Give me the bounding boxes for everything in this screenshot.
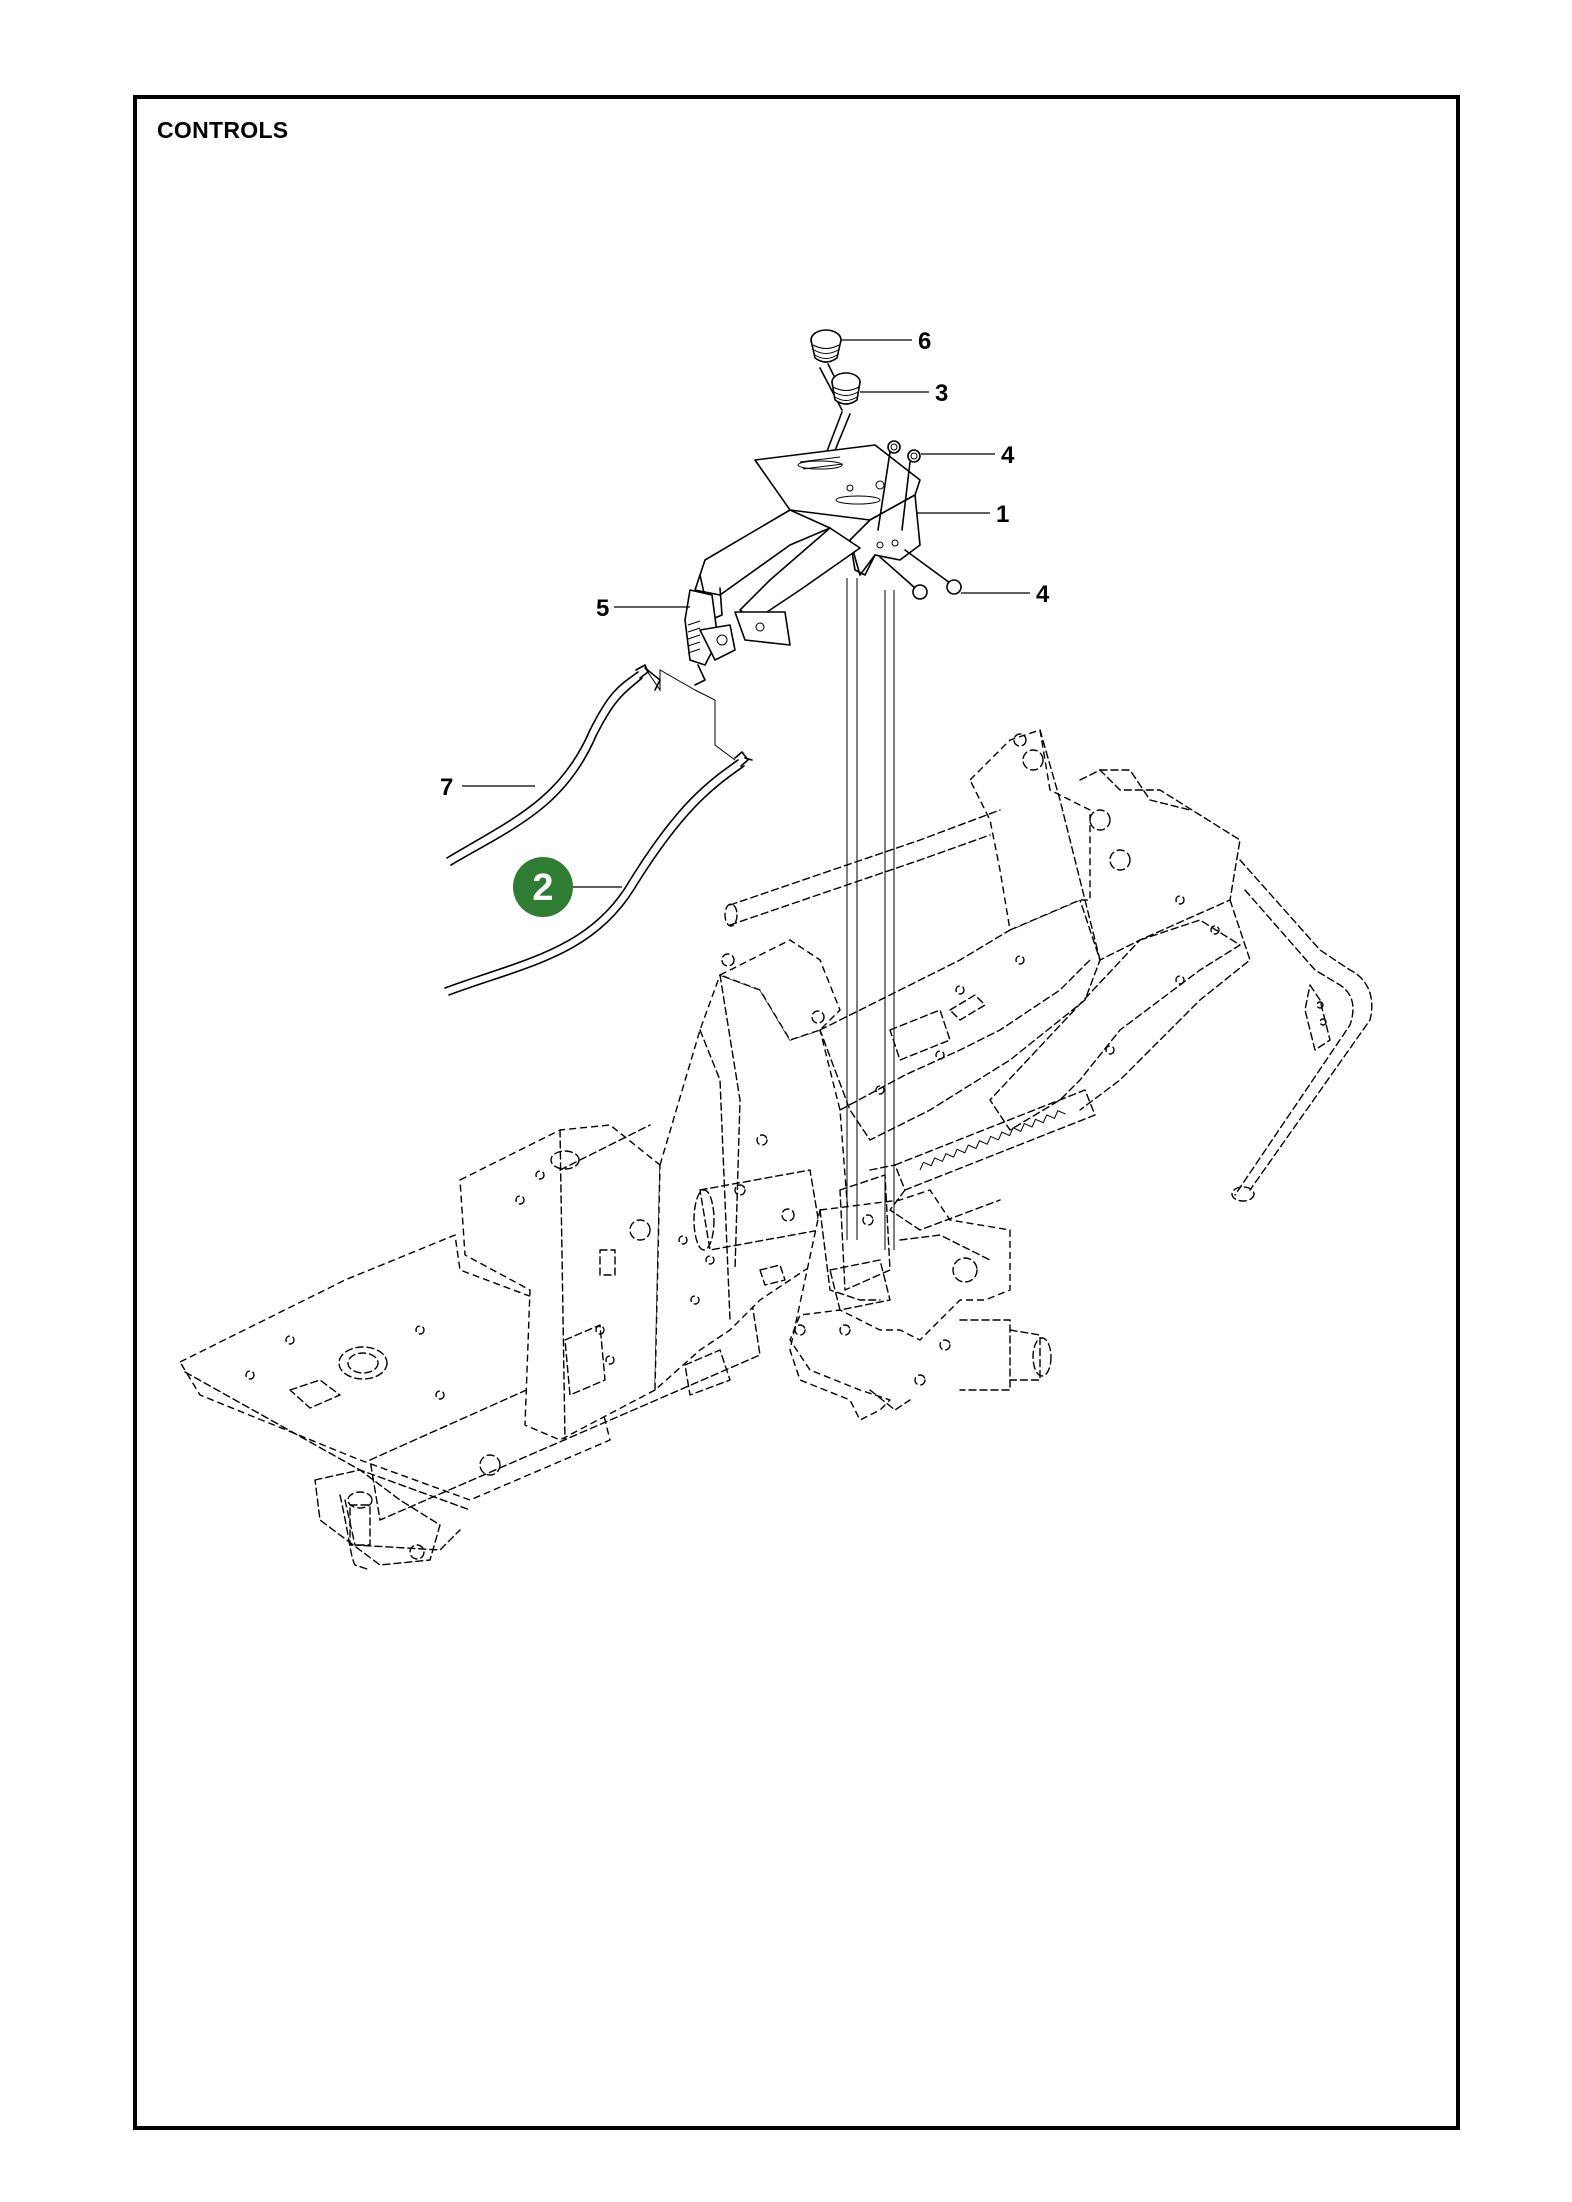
knob-6-icon: [810, 329, 849, 411]
mount-guide-lines: [846, 578, 895, 1250]
callout-4b: 4: [1036, 581, 1050, 608]
callout-7: 7: [440, 774, 453, 801]
knob-3-icon: [815, 372, 861, 483]
diagram-frame: [133, 95, 1460, 2130]
fastener-4-icon: [877, 440, 962, 600]
callout-5: 5: [596, 595, 609, 622]
chassis-frame: [179, 729, 1373, 1571]
callout-4a: 4: [1001, 442, 1015, 469]
cable-7: [446, 664, 661, 866]
callout-1: 1: [996, 501, 1009, 528]
cable-2: [444, 751, 753, 996]
callouts: 6 3 4 1 4 5 7 2: [440, 328, 1050, 917]
callout-2: 2: [532, 867, 553, 909]
callout-6: 6: [918, 328, 931, 355]
page-title: CONTROLS: [157, 117, 289, 143]
callout-2-badge: [513, 857, 573, 917]
callout-3: 3: [935, 380, 948, 407]
lever-bracket-1: [684, 444, 921, 686]
cable-break-lines: [644, 667, 736, 761]
